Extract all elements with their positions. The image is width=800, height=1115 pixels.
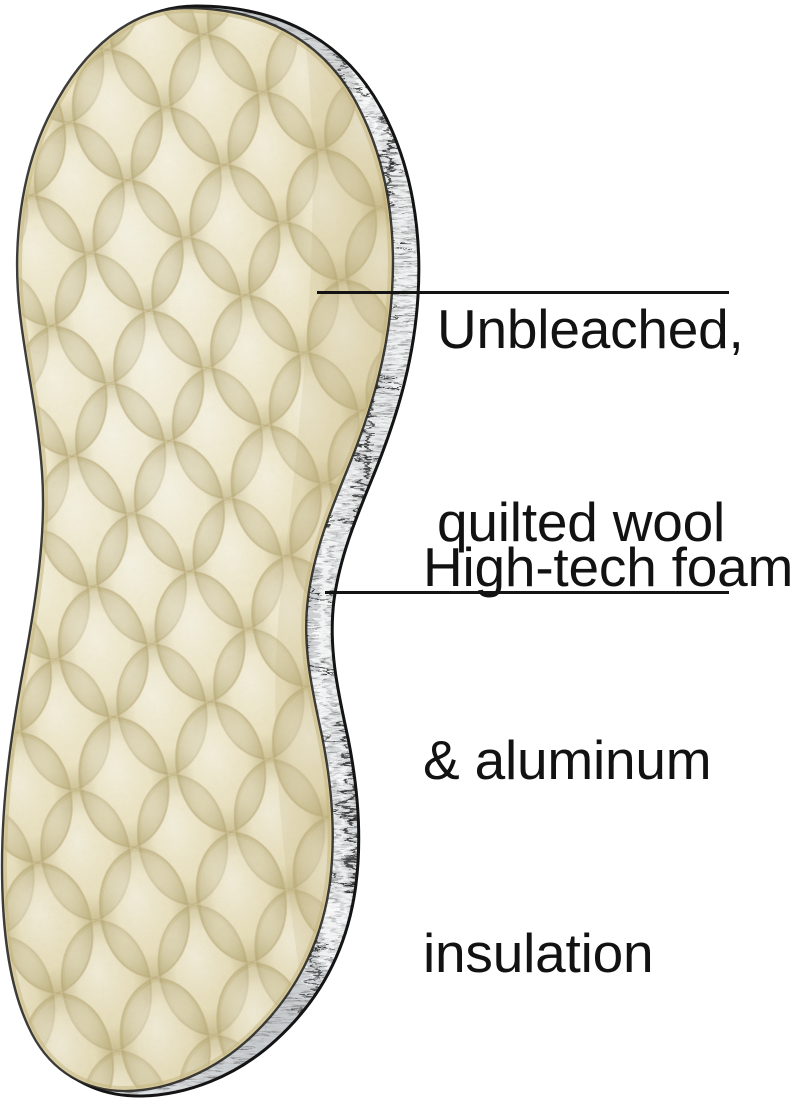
callout-wool: Unbleached, quilted wool bbox=[437, 168, 744, 683]
callout-foam-line2: & aluminum bbox=[423, 728, 712, 791]
callout-foam-line3: insulation bbox=[423, 921, 654, 984]
callout-wool-line2: quilted wool bbox=[437, 490, 726, 553]
callout-foam-line1: High-tech foam bbox=[423, 535, 794, 598]
leader-line-foam bbox=[325, 591, 729, 594]
leader-line-wool bbox=[317, 291, 729, 294]
callout-foam: High-tech foam & aluminum insulation bbox=[423, 406, 793, 1114]
callout-wool-line1: Unbleached, bbox=[437, 297, 744, 360]
